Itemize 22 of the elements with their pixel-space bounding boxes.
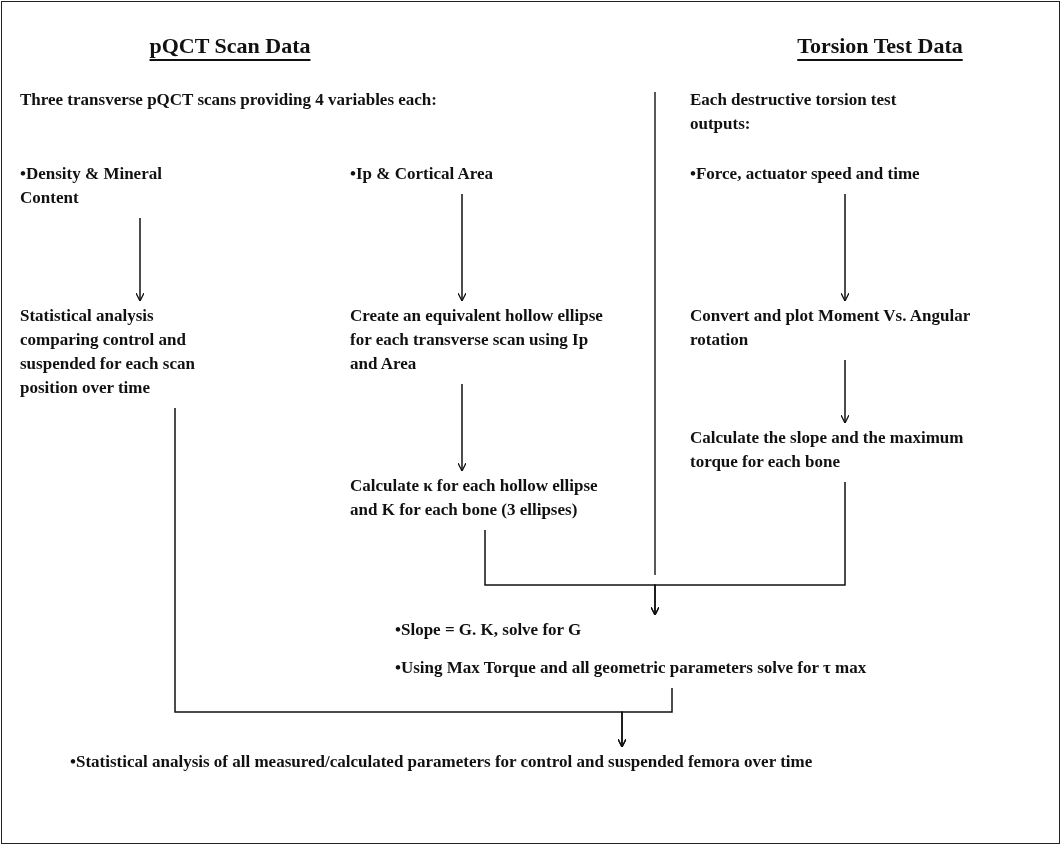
arrow: [840, 193, 850, 302]
section-heading: pQCT Scan Data: [148, 34, 312, 58]
step-text: •Force, actuator speed and time: [690, 163, 921, 185]
intro-text: Three transverse pQCT scans providing 4 variables each:: [20, 89, 438, 111]
step-text: •Density & Mineral Content: [20, 163, 163, 209]
section-heading: Torsion Test Data: [796, 34, 964, 58]
arrow: [650, 481, 846, 616]
arrow: [840, 359, 850, 424]
arrow: [617, 687, 673, 748]
step-text: Calculate κ for each hollow ellipse and K for each bone (3 ellipses): [350, 475, 599, 521]
arrow: [135, 217, 145, 302]
step-text: •Ip & Cortical Area: [350, 163, 495, 185]
step-text: Convert and plot Moment Vs. Angular rotation: [690, 305, 971, 351]
arrow: [457, 193, 467, 302]
arrow: [457, 383, 467, 472]
step-text: •Statistical analysis of all measured/calculated parameters for control and suspended femora over time: [70, 751, 814, 773]
step-text: •Slope = G. K, solve for G: [395, 619, 583, 641]
step-text: Statistical analysis comparing control and suspended for each scan position over time: [20, 305, 196, 399]
intro-text: Each destructive torsion test outputs:: [690, 89, 898, 135]
step-text: Create an equivalent hollow ellipse for each transverse scan using Ip and Area: [350, 305, 604, 375]
step-text: Calculate the slope and the maximum torque for each bone: [690, 427, 965, 473]
step-text: •Using Max Torque and all geometric parameters solve for τ max: [395, 657, 868, 679]
